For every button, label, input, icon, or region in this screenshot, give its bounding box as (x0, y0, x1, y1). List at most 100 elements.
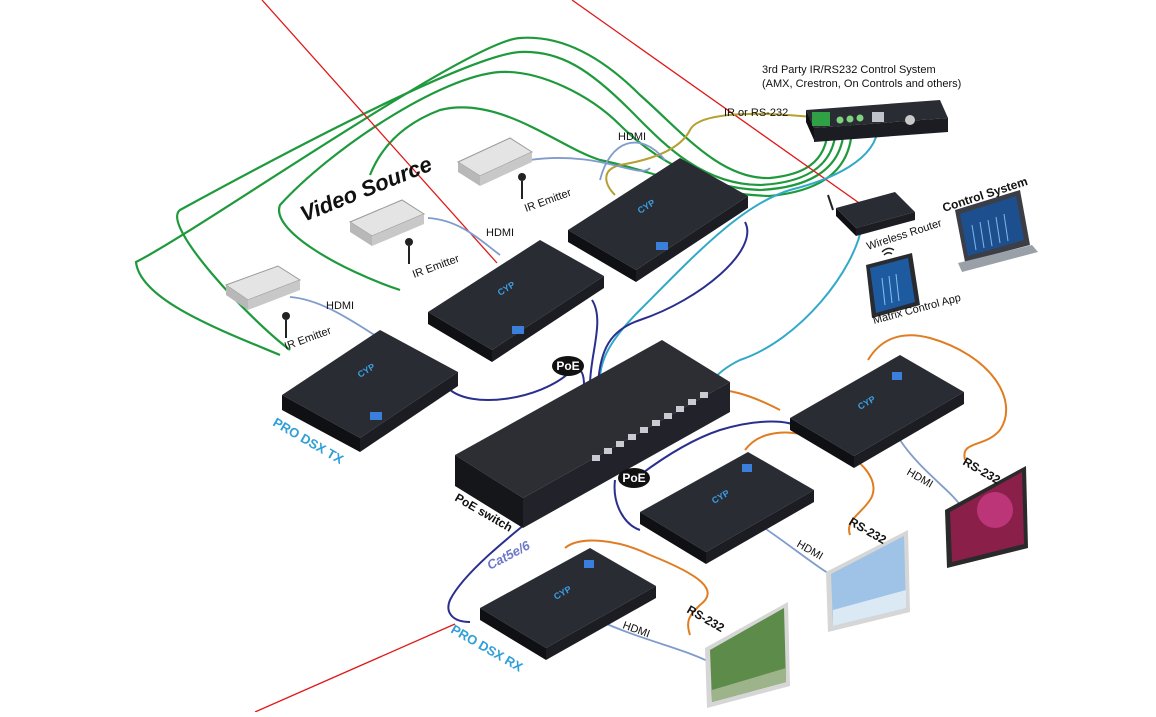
orange-cable-rx3 (564, 539, 709, 636)
rs232-label-rx2: RS-232 (847, 514, 890, 547)
video-source-2 (348, 199, 426, 246)
tx3-front (636, 196, 748, 282)
terminal-block (812, 112, 830, 126)
tablet-screen (870, 258, 915, 313)
tablet-matrix-app (866, 247, 920, 318)
rx2-side (640, 512, 706, 564)
rs232-label-rx3: RS-232 (685, 602, 728, 635)
tx2-display (512, 326, 524, 334)
ir-emitter-2-icon (405, 238, 413, 264)
hdmi-cable-src2 (427, 217, 501, 256)
ir-emitter-icons (282, 173, 526, 338)
laptop-control-system (955, 190, 1038, 272)
ir-port-2 (846, 115, 854, 123)
hdmi-label-rx1: HDMI (905, 466, 935, 490)
rx1-side (790, 418, 854, 468)
video-source-3 (456, 137, 534, 186)
green-cable-4 (368, 106, 854, 198)
video-source-1 (224, 265, 302, 310)
poe-switch (455, 340, 730, 528)
display-2 (826, 530, 910, 632)
tx2-side (428, 312, 492, 362)
router-antenna (827, 194, 834, 211)
display-1 (945, 466, 1028, 568)
hdmi-label-src2: HDMI (486, 227, 514, 239)
poe-badge-top-bg (552, 356, 584, 376)
cyan-cable-control-to-switch (599, 124, 879, 381)
tx3-top (568, 158, 748, 270)
orange-cable-rx1 (867, 334, 1008, 461)
rx3-top (480, 548, 656, 648)
blue-cable-tx2 (589, 299, 599, 386)
source2-side (350, 222, 372, 246)
ir-port-3 (856, 114, 864, 122)
ir-emitter-label-1: IR Emitter (283, 325, 333, 353)
rs232-label-rx1: RS-232 (961, 454, 1004, 487)
rx2-top (640, 452, 814, 552)
router-front (856, 212, 915, 236)
tx1-top (282, 330, 458, 438)
tx-device-1 (282, 330, 458, 452)
tablet-screen-bars (881, 273, 900, 306)
green-cable-3 (277, 70, 846, 292)
blue-cable-rx2 (613, 479, 641, 531)
poe-badge-bottom-text: PoE (622, 471, 645, 485)
green-cable-2 (176, 50, 838, 351)
olive-ir-rs232-cable (605, 112, 821, 196)
cat5e6-label: Cat5e/6 (484, 537, 533, 572)
rx3-front (546, 586, 656, 660)
tx2-front (492, 276, 604, 362)
hdmi-label-src3: HDMI (618, 131, 646, 143)
hdmi-cables (289, 141, 961, 666)
rx3-display (584, 560, 594, 568)
poe-badge-bottom-bg (618, 468, 650, 488)
tx1-front (360, 372, 458, 452)
orange-cable-rx2 (744, 431, 875, 536)
tx-device-2 (428, 240, 604, 362)
third-party-control-device (806, 100, 948, 142)
ir-emitter-label-3: IR Emitter (523, 187, 573, 215)
hdmi-cable-src3 (529, 157, 651, 172)
blue-cable-rx1 (639, 420, 801, 476)
ir-emitter-3-icon (518, 173, 526, 199)
router-top (836, 192, 915, 228)
display-3 (705, 602, 790, 708)
rx-device-2 (640, 452, 814, 564)
hdmi-cable-src3b (599, 141, 666, 181)
control-system-title-line2: (AMX, Crestron, On Controls and others) (762, 78, 961, 90)
tx3-display (656, 242, 668, 250)
source1-front (248, 280, 300, 310)
hdmi-label-rx2: HDMI (795, 538, 825, 562)
switch-front (523, 382, 730, 528)
ir-emitter-label-2: IR Emitter (411, 253, 461, 281)
red-annotation-lines (254, 0, 863, 713)
rx-device-1 (790, 355, 964, 468)
display1-image-flower (977, 492, 1013, 528)
source1-side (226, 285, 248, 310)
hdmi-label-src1: HDMI (326, 300, 354, 312)
rx-device-3 (480, 548, 656, 660)
wireless-router (827, 192, 915, 236)
ir-emitter-1-icon (282, 312, 290, 338)
hdmi-cable-rx3 (597, 619, 716, 666)
ir-rs232-label: IR or RS-232 (724, 107, 788, 119)
power-port (905, 115, 915, 125)
switch-ports (592, 392, 708, 461)
hdmi-cable-rx1 (899, 439, 961, 506)
rx3-side (480, 608, 546, 660)
switch-top (455, 340, 730, 498)
tx3-side (568, 230, 636, 282)
display3-terrain (712, 668, 786, 702)
ir-port-1 (836, 116, 844, 124)
blue-cable-tx1 (447, 368, 585, 401)
tx1-side (282, 395, 360, 452)
laptop-base (958, 245, 1038, 272)
rx2-display (742, 464, 752, 472)
poe-badge-top-text: PoE (556, 359, 579, 373)
switch-side (455, 455, 523, 528)
source2-front (372, 214, 424, 246)
red-line-3 (254, 623, 456, 713)
red-line-1 (261, 0, 498, 264)
rx1-top (790, 355, 964, 456)
